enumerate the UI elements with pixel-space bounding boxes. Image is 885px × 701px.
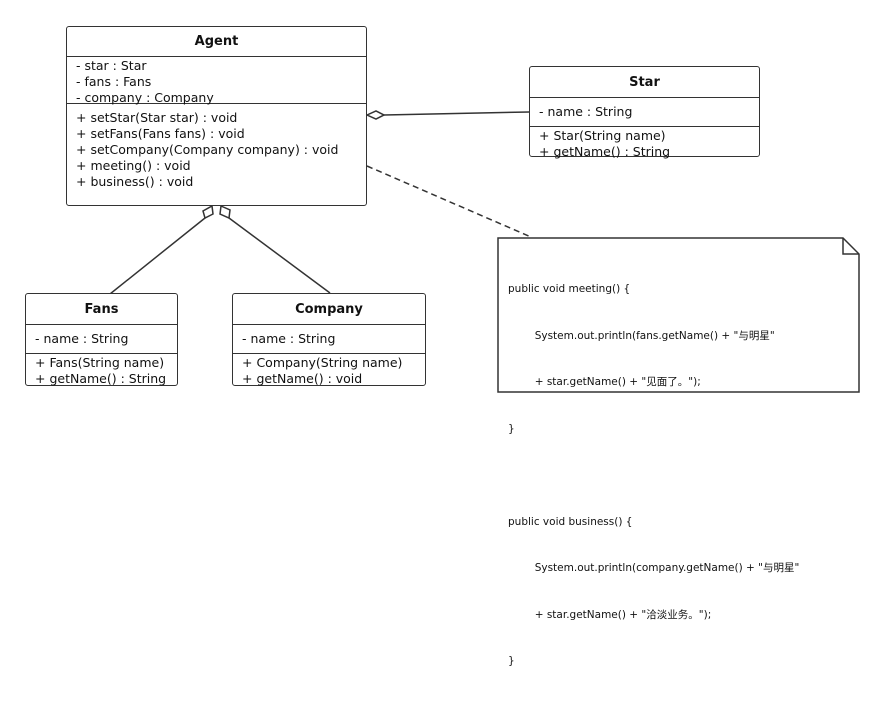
attribute-line: - star : Star (76, 58, 147, 73)
method-line: + setStar(Star star) : void (76, 110, 238, 125)
attributes-section: - name : String (530, 98, 759, 127)
method-line: + getName() : void (242, 371, 363, 386)
method-line: + getName() : String (539, 144, 671, 159)
class-name: Fans (26, 294, 177, 325)
agent-company-diamond (219, 204, 231, 220)
note-line: public void business() { (508, 515, 633, 528)
note-line: + star.getName() + "洽淡业务。"); (508, 608, 712, 621)
note-line: System.out.println(fans.getName() + "与明星… (508, 329, 775, 342)
class-name: Agent (67, 27, 366, 57)
attribute-line: - name : String (35, 331, 129, 346)
method-line: + setFans(Fans fans) : void (76, 126, 245, 141)
methods-section: + Star(String name) + getName() : String (530, 127, 759, 163)
class-star: Star - name : String + Star(String name)… (529, 66, 760, 159)
methods-section: + Fans(String name) + getName() : String (26, 354, 177, 390)
connectors (109, 110, 532, 295)
note-text: public void meeting() { System.out.print… (508, 251, 799, 701)
note-line: } (508, 655, 515, 667)
method-line: + Star(String name) (539, 128, 666, 143)
attributes-section: - name : String (26, 325, 177, 354)
method-line: + meeting() : void (76, 158, 191, 173)
note-line: public void meeting() { (508, 283, 631, 295)
method-line: + Fans(String name) (35, 355, 165, 370)
attribute-line: - fans : Fans (76, 74, 152, 89)
class-agent: Agent - star : Star - fans : Fans - comp… (66, 26, 367, 206)
method-line: + setCompany(Company company) : void (76, 142, 339, 157)
method-line: + Company(String name) (242, 355, 403, 370)
attribute-line: - company : Company (76, 90, 214, 105)
agent-fans-aggregation-line (109, 217, 206, 295)
attributes-section: - star : Star - fans : Fans - company : … (67, 57, 366, 105)
methods-section: + Company(String name) + getName() : voi… (233, 354, 425, 390)
note-line: } (508, 422, 515, 435)
attribute-line: - name : String (539, 104, 633, 119)
method-line: + getName() : String (35, 371, 167, 386)
attributes-section: - name : String (233, 325, 425, 354)
attribute-line: - name : String (242, 331, 336, 346)
note-line (508, 468, 799, 484)
agent-fans-diamond (202, 204, 214, 220)
note-shape (497, 237, 860, 393)
note-line: System.out.println(company.getName() + "… (508, 562, 800, 574)
agent-star-aggregation-line (383, 111, 530, 116)
class-name: Star (530, 67, 759, 98)
class-fans: Fans - name : String + Fans(String name)… (25, 293, 178, 386)
note-dashed-link (366, 165, 532, 238)
method-line: + business() : void (76, 174, 194, 189)
agent-star-diamond (365, 110, 386, 120)
note-line: + star.getName() + "见面了。"); (508, 376, 701, 388)
agent-company-aggregation-line (228, 217, 331, 294)
class-name: Company (233, 294, 425, 325)
code-note: public void meeting() { System.out.print… (497, 237, 860, 667)
class-company: Company - name : String + Company(String… (232, 293, 426, 386)
methods-section: + setStar(Star star) : void + setFans(Fa… (67, 104, 366, 193)
